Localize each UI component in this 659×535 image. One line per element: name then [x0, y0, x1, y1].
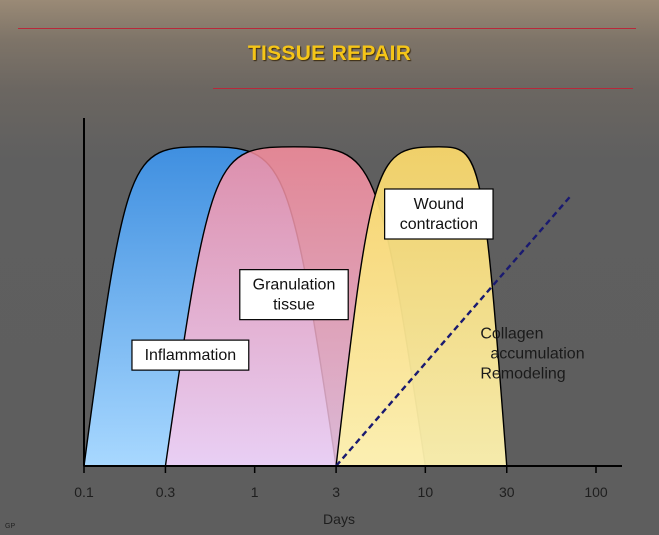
- x-tick-label: 1: [251, 484, 259, 500]
- label-box: [384, 188, 494, 240]
- x-tick-label: 10: [418, 484, 434, 500]
- label-box: [239, 269, 349, 321]
- x-tick-label: 30: [499, 484, 515, 500]
- label-box: [131, 339, 250, 371]
- label-wound_contraction: Wound contraction: [384, 188, 494, 240]
- footer-mark: GP: [5, 523, 16, 530]
- label-text: Granulation: [253, 277, 336, 294]
- label-granulation: Granulation tissue: [239, 269, 349, 321]
- slide-title: TISSUE REPAIR: [247, 42, 412, 65]
- label-text: Inflammation: [145, 347, 237, 364]
- x-tick-label: 0.1: [74, 484, 94, 500]
- label-text: Collagen: [480, 325, 543, 342]
- title-underline-rule: [213, 88, 633, 89]
- x-tick-label: 100: [584, 484, 608, 500]
- label-text: contraction: [400, 216, 478, 233]
- top-rule: [18, 28, 636, 29]
- x-tick-label: 3: [332, 484, 340, 500]
- x-tick-label: 0.3: [156, 484, 176, 500]
- label-inflammation: Inflammation: [131, 339, 250, 371]
- label-text: accumulation: [490, 345, 584, 362]
- label-text: Remodeling: [480, 365, 565, 382]
- x-axis-label: Days: [323, 511, 355, 527]
- label-text: Wound: [414, 196, 464, 213]
- label-layer: Inflammation Granulation tissue Wound contra…: [131, 188, 585, 382]
- label-text: tissue: [273, 297, 315, 314]
